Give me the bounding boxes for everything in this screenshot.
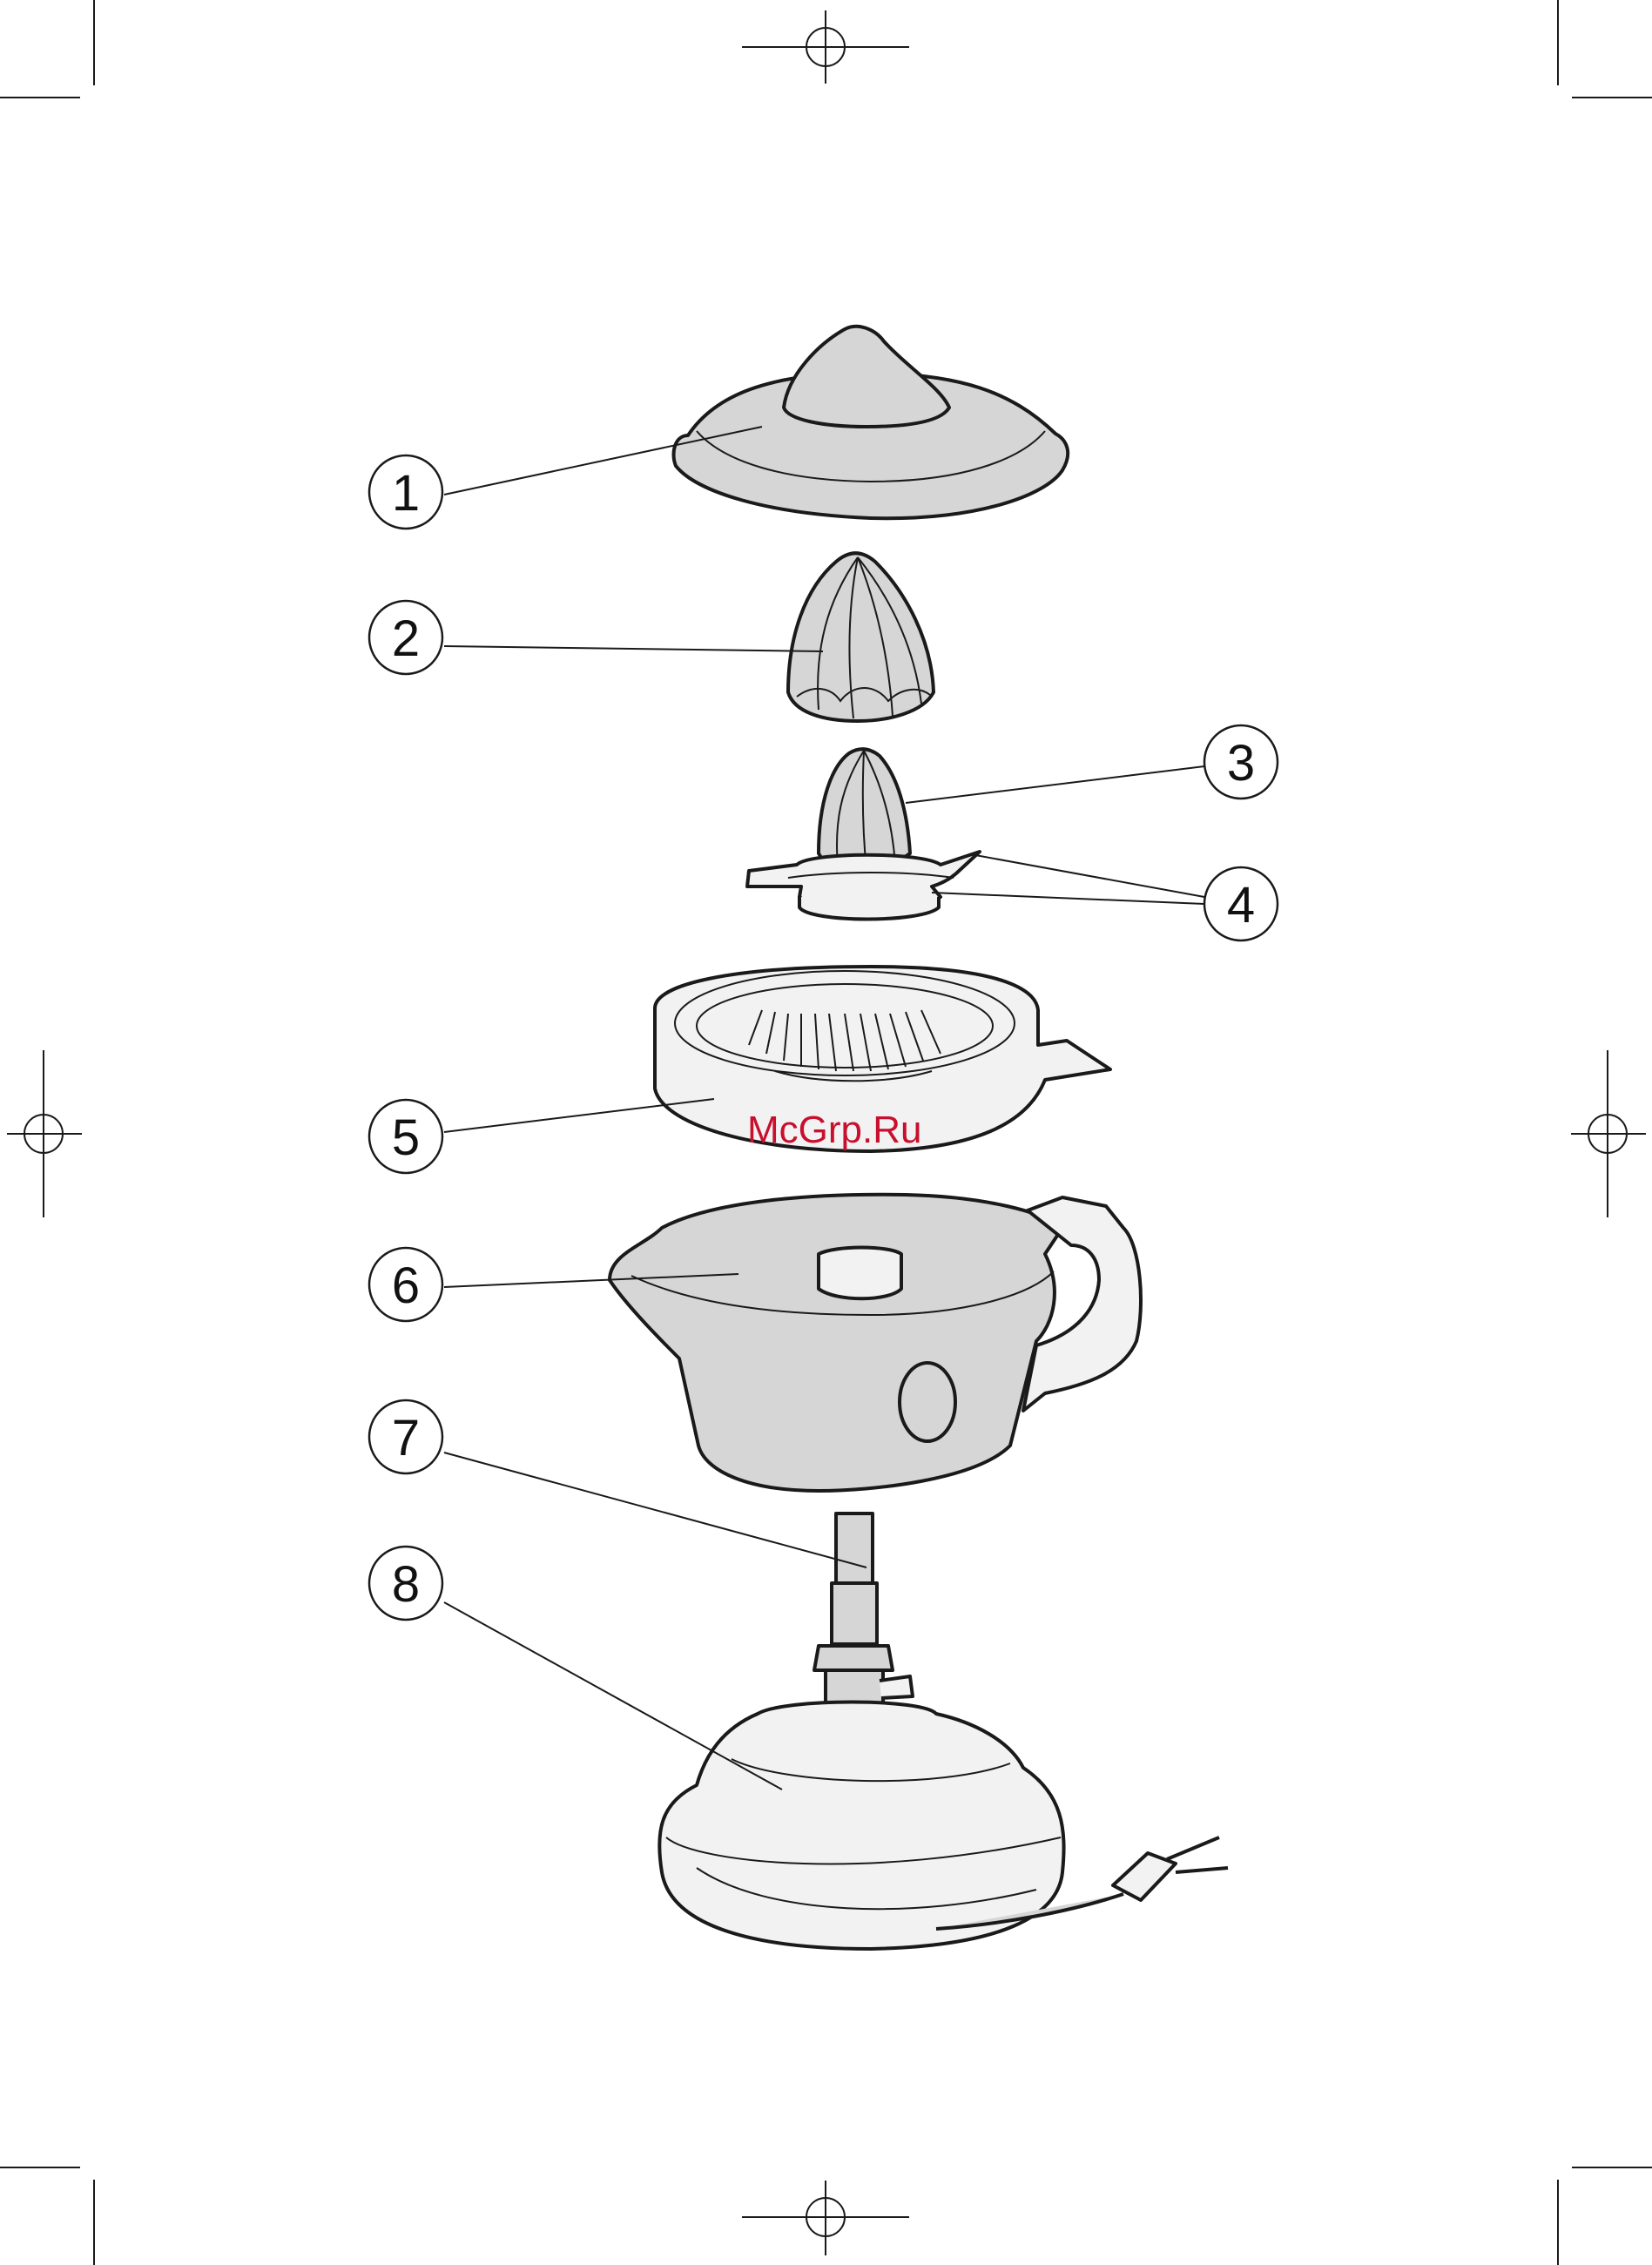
callout-3-label: 3 <box>1227 735 1255 792</box>
motor-base <box>659 1702 1228 1950</box>
drive-shaft <box>814 1513 913 1712</box>
watermark-text: McGrp.Ru <box>747 1109 921 1151</box>
callout-8: 8 <box>369 1547 442 1620</box>
large-reamer-cone <box>788 553 934 721</box>
small-reamer-cone <box>819 749 910 870</box>
callout-3: 3 <box>1204 725 1278 799</box>
callout-6-label: 6 <box>392 1257 420 1314</box>
cone-spindle-base <box>747 852 980 920</box>
registration-mark-top <box>742 10 909 84</box>
registration-mark-bottom <box>742 2181 909 2255</box>
callout-5-label: 5 <box>392 1109 420 1166</box>
registration-mark-right <box>1571 1050 1646 1217</box>
registration-mark-left <box>7 1050 82 1217</box>
dust-cover <box>674 327 1069 518</box>
callout-6: 6 <box>369 1248 442 1321</box>
juice-jug <box>610 1195 1141 1491</box>
callout-1-label: 1 <box>392 465 420 522</box>
callout-2-label: 2 <box>392 610 420 667</box>
callout-8-label: 8 <box>392 1556 420 1613</box>
callout-1: 1 <box>369 455 442 529</box>
callout-7: 7 <box>369 1400 442 1473</box>
callout-5: 5 <box>369 1100 442 1173</box>
callout-4-label: 4 <box>1227 877 1255 934</box>
callout-4: 4 <box>1204 867 1278 940</box>
callout-7-label: 7 <box>392 1410 420 1466</box>
callout-2: 2 <box>369 601 442 674</box>
